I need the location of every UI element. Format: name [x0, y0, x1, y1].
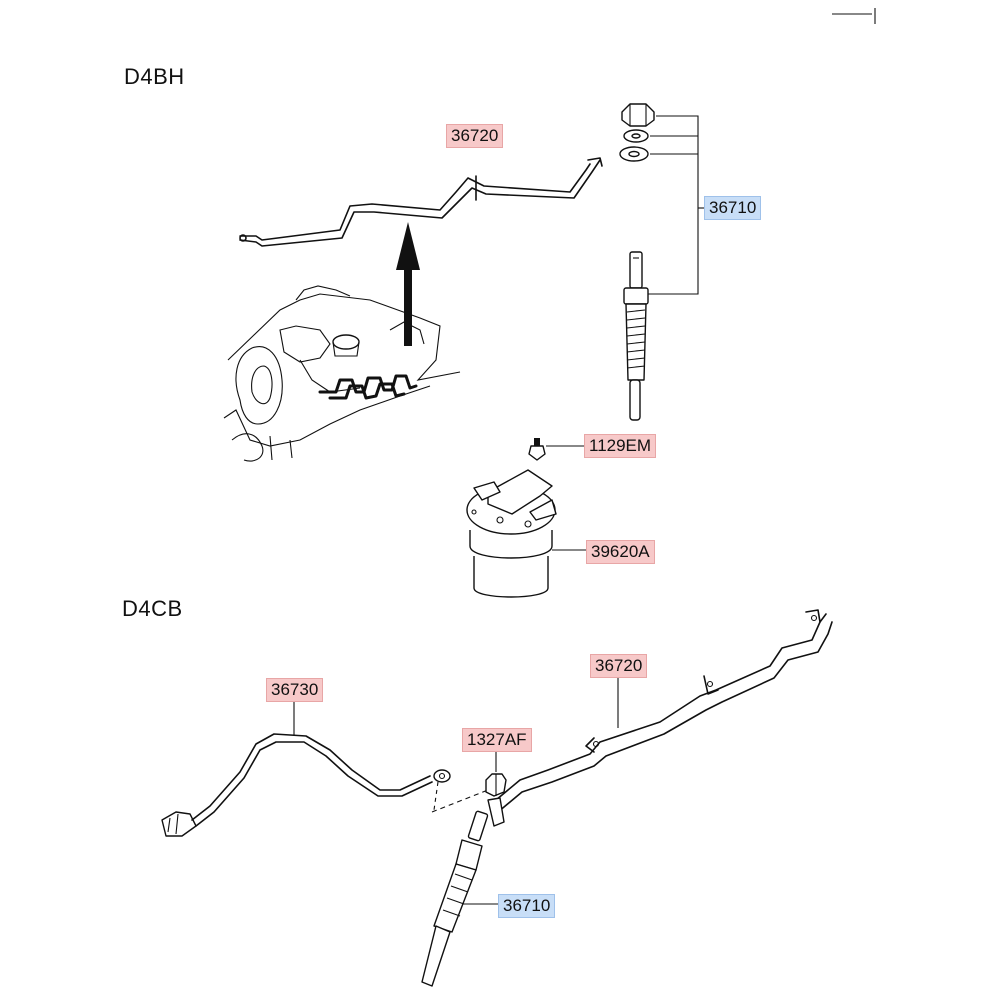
- part-label-36720-top[interactable]: 36720: [446, 124, 504, 148]
- section-title-d4cb: D4CB: [122, 596, 183, 621]
- part-label-39620a[interactable]: 39620A: [586, 540, 655, 564]
- corner-mark: [832, 8, 876, 24]
- top-bolt-part[interactable]: [528, 438, 586, 461]
- top-engine-illustration: [223, 285, 461, 462]
- top-glow-plug-leader: [648, 115, 706, 295]
- part-label-36730[interactable]: 36730: [266, 678, 324, 702]
- up-arrow-icon: [396, 222, 420, 346]
- bottom-harness-part[interactable]: [487, 609, 833, 827]
- bottom-glow-plug-part[interactable]: [421, 810, 500, 987]
- part-label-36710-top[interactable]: 36710: [704, 196, 762, 220]
- part-label-1327af[interactable]: 1327AF: [462, 728, 532, 752]
- top-relay-part[interactable]: [466, 469, 586, 598]
- part-label-36720-bottom[interactable]: 36720: [590, 654, 648, 678]
- part-label-36710-bottom[interactable]: 36710: [498, 894, 556, 918]
- bottom-cable-part[interactable]: [161, 700, 489, 837]
- top-harness-part[interactable]: [239, 157, 603, 247]
- bottom-nut-part[interactable]: [485, 750, 507, 797]
- top-glow-plug-part[interactable]: [619, 103, 655, 421]
- part-label-1129em[interactable]: 1129EM: [584, 434, 657, 458]
- section-title-d4bh: D4BH: [124, 64, 185, 89]
